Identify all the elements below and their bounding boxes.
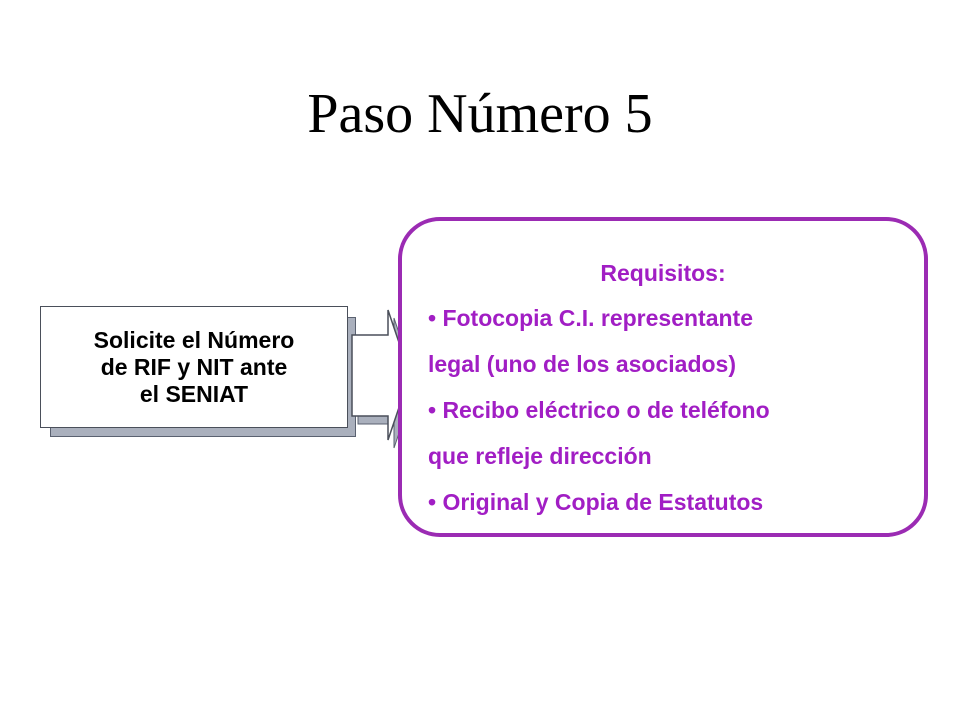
requirements-heading: Requisitos: — [600, 260, 726, 286]
requirements-box: Requisitos: • Fotocopia C.I. representan… — [398, 217, 928, 537]
requirement-line: • Recibo eléctrico o de teléfono — [428, 397, 770, 423]
requirement-line: • Fotocopia C.I. representante — [428, 305, 753, 331]
requirement-line: legal (uno de los asociados) — [428, 351, 737, 377]
requirement-line: que refleje dirección — [428, 443, 652, 469]
requirement-line: • Original y Copia de Estatutos — [428, 489, 764, 515]
slide-title: Paso Número 5 — [307, 83, 653, 145]
step-box: Solicite el Número de RIF y NIT ante el … — [40, 306, 348, 428]
requirements-list: • Fotocopia C.I. representante legal (un… — [428, 295, 918, 525]
step-text: Solicite el Número de RIF y NIT ante el … — [93, 326, 295, 407]
